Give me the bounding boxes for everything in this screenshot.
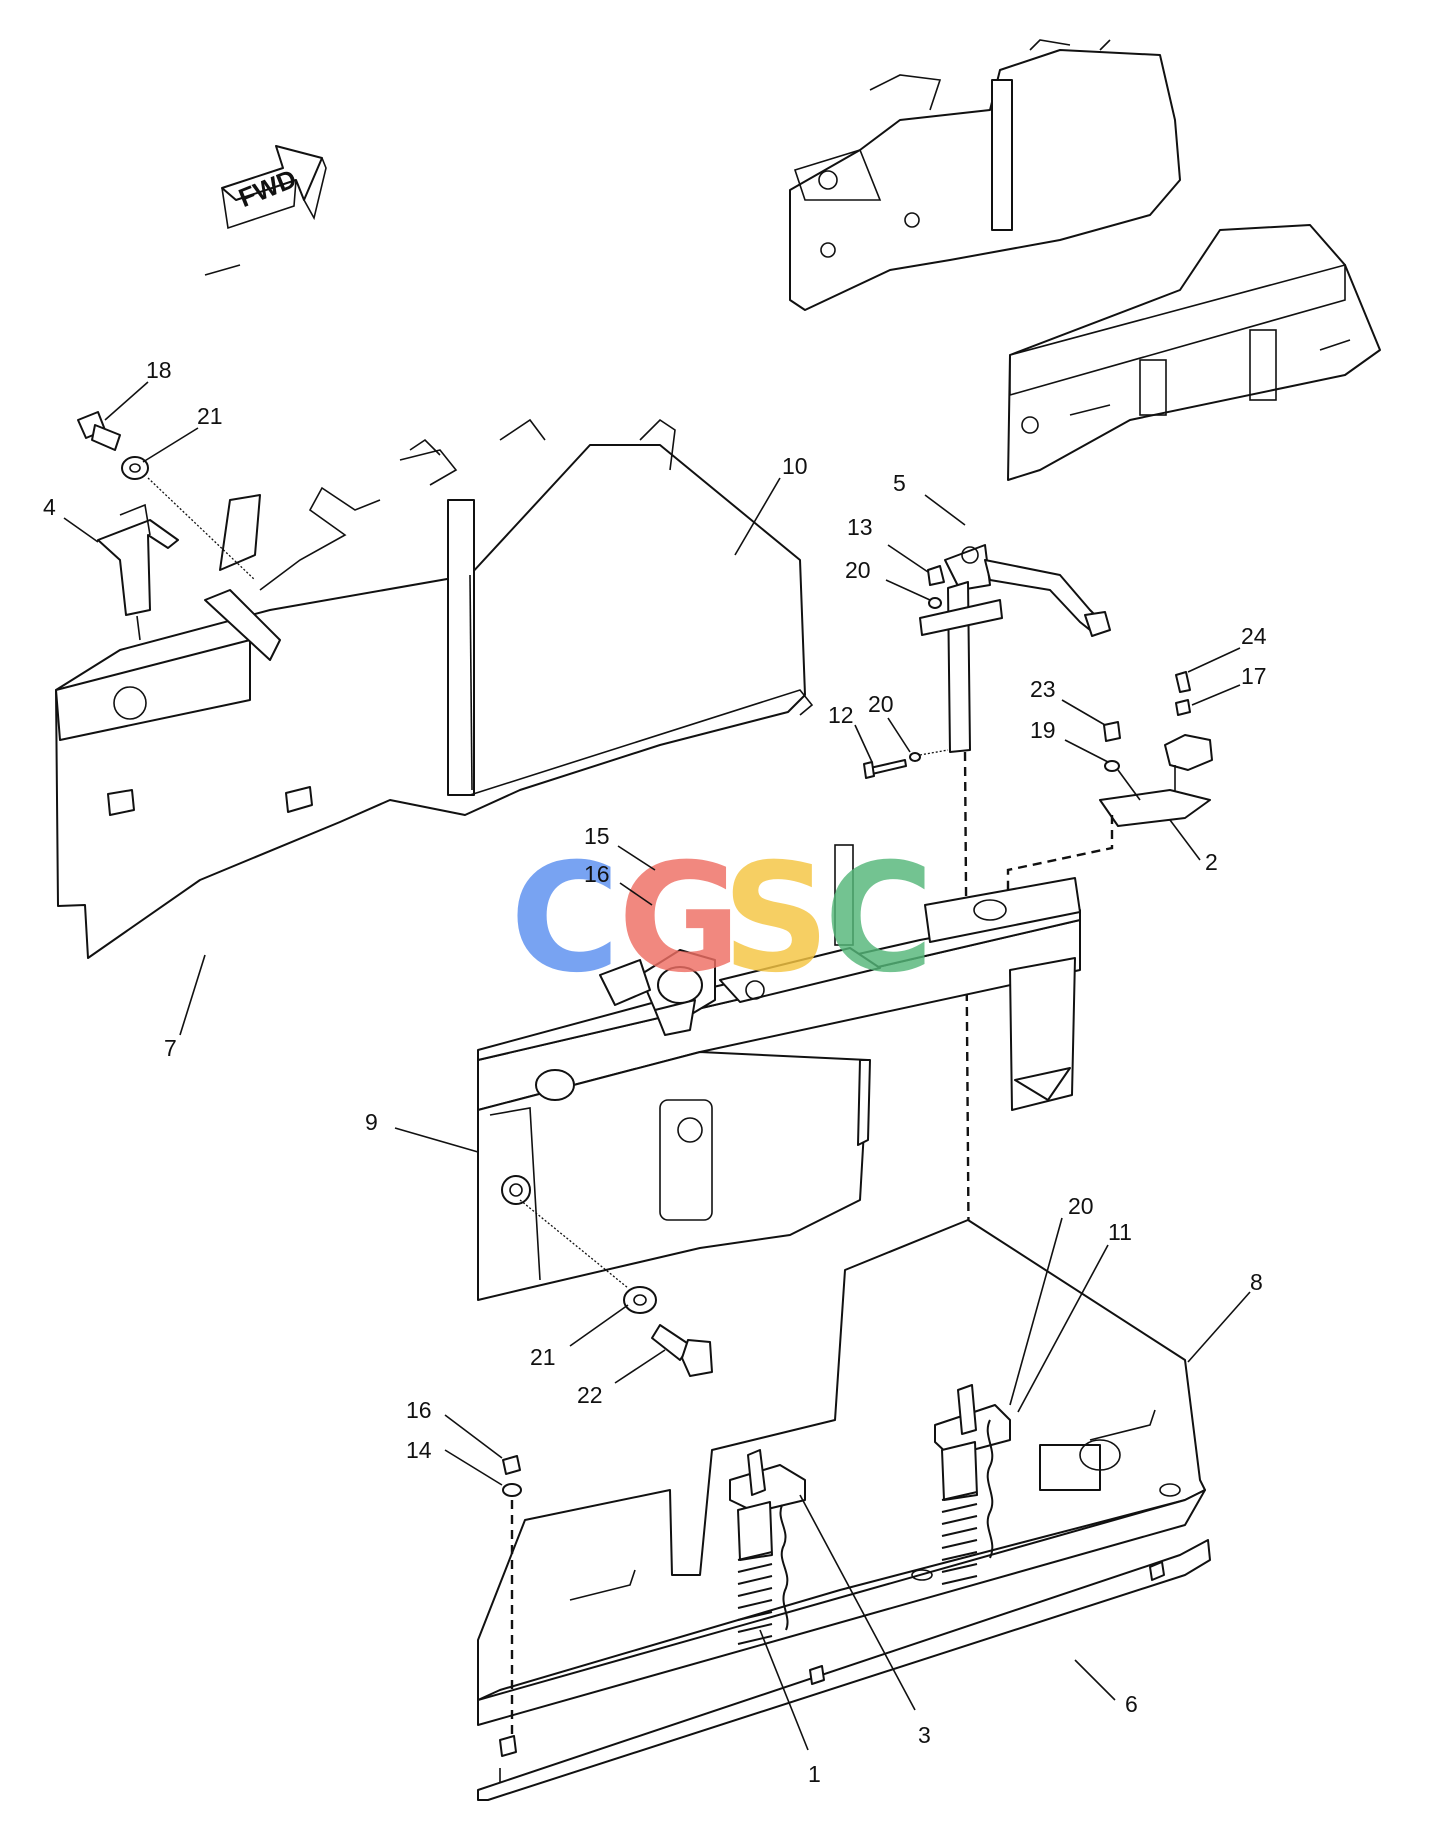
nut-part-23 [1103,721,1121,742]
washer-part-21-upper [121,456,149,480]
watermark-letter-2: G [618,832,741,1006]
callout-9: 9 [365,1109,378,1135]
handle-part-5 [919,544,1111,753]
callout-16-lower: 16 [406,1397,432,1423]
forward-arrow-icon: FWD [221,145,327,230]
plate-part-8 [477,1219,1206,1726]
nut-part-16-lower [502,1455,521,1475]
callout-18: 18 [146,357,172,383]
watermark-letter-4: C [824,832,934,1006]
assembled-view-bottom [1007,224,1381,481]
callout-21-lower: 21 [530,1344,556,1370]
callout-20-a: 20 [845,557,871,583]
watermark-letter-3: S [722,832,830,1006]
plunger-assembly-part-11 [934,1384,1011,1585]
callout-22: 22 [577,1382,603,1408]
callout-21-upper: 21 [197,403,223,429]
frame-part-9 [477,844,1081,1301]
bolt-part-18 [77,411,121,451]
callout-20-b: 20 [868,691,894,717]
bracket-part-2 [1099,734,1213,827]
side-panel-part-7 [55,264,814,959]
callout-5: 5 [893,470,906,496]
washer-part-20-b [909,752,921,762]
callout-7: 7 [164,1035,177,1061]
callout-16-upper: 16 [584,861,610,887]
callout-4: 4 [43,494,56,520]
callout-23: 23 [1030,676,1056,702]
rail-part-6 [477,1539,1211,1801]
watermark-letter-1: C [510,832,620,1006]
callout-17: 17 [1241,663,1267,689]
plunger-assembly-part-3 [729,1449,806,1645]
watermark: C G S C [510,832,934,1006]
callout-6: 6 [1125,1691,1138,1717]
callout-15: 15 [584,823,610,849]
bracket-part-4 [97,503,179,641]
callout-14: 14 [406,1437,432,1463]
washer-part-19 [1104,760,1120,772]
assembled-view-top [789,39,1181,311]
callout-13: 13 [847,514,873,540]
callout-1: 1 [808,1761,821,1787]
fwd-label: FWD [234,163,300,213]
callout-labels: 18 21 4 10 5 13 20 12 20 24 17 23 19 2 7… [43,357,1267,1787]
callout-8: 8 [1250,1269,1263,1295]
nut-part-17 [1175,699,1191,716]
leader-lines [63,381,1251,1751]
callout-19: 19 [1030,717,1056,743]
callout-2: 2 [1205,849,1218,875]
washer-part-20-a [928,597,942,609]
callout-20-c: 20 [1068,1193,1094,1219]
bolt-part-22 [651,1324,713,1377]
washer-part-14 [502,1483,522,1497]
callout-10: 10 [782,453,808,479]
pin-part-12 [863,759,907,779]
bolt-part-13 [927,565,945,586]
washer-part-21-lower [623,1286,657,1314]
callout-24: 24 [1241,623,1267,649]
callout-12: 12 [828,702,854,728]
callout-11: 11 [1108,1219,1132,1245]
bolt-part-24 [1175,671,1191,693]
callout-3: 3 [918,1722,931,1748]
